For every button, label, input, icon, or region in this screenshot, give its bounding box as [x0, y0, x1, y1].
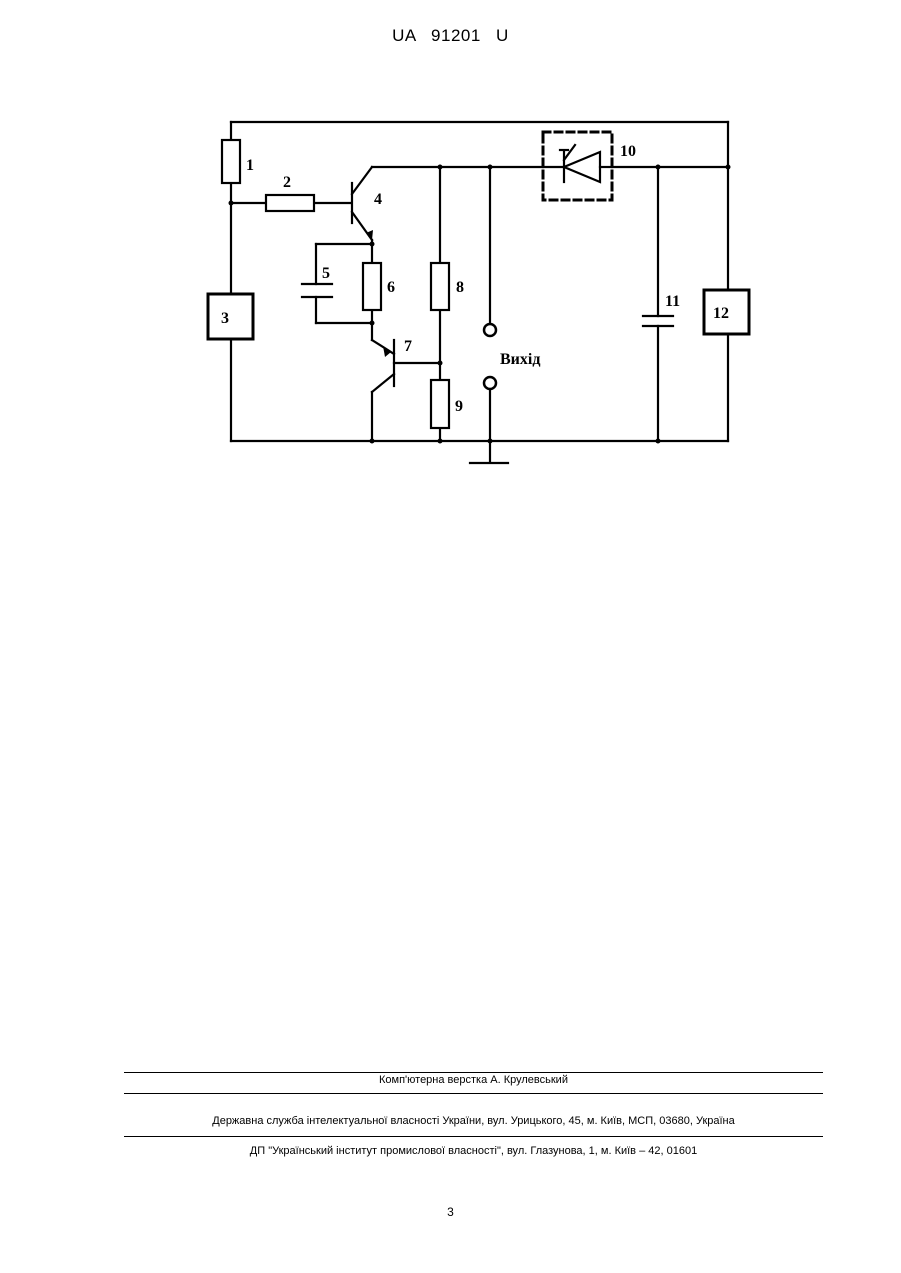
diode-10-symbol [564, 152, 600, 182]
label-1: 1 [246, 157, 254, 174]
footer-divider-2 [124, 1093, 823, 1094]
footer-agency: Державна служба інтелектуальної власност… [124, 1115, 823, 1127]
label-9: 9 [455, 398, 463, 415]
label-7: 7 [404, 338, 412, 355]
resistor-1 [222, 140, 240, 183]
label-4: 4 [374, 191, 382, 208]
label-8: 8 [456, 279, 464, 296]
label-3: 3 [221, 310, 229, 327]
footer-divider-1 [124, 1072, 823, 1073]
label-6: 6 [387, 279, 395, 296]
resistor-9 [431, 380, 449, 428]
resistor-2 [266, 195, 314, 211]
footer-divider-3 [124, 1136, 823, 1137]
output-terminal-top [484, 324, 496, 336]
label-2: 2 [283, 174, 291, 191]
footer-typesetting: Комп'ютерна верстка А. Крулевський [124, 1074, 823, 1086]
circuit-diagram: 1 2 3 4 5 6 7 8 9 10 11 12 Вихід [0, 0, 901, 520]
transistor-7-emitter-arrow [383, 346, 391, 357]
resistor-6 [363, 263, 381, 310]
label-5: 5 [322, 265, 330, 282]
label-12: 12 [713, 305, 729, 322]
footer-institute: ДП "Український інститут промислової вла… [124, 1145, 823, 1157]
page-number: 3 [0, 1205, 901, 1219]
label-10: 10 [620, 143, 636, 160]
resistor-8 [431, 263, 449, 310]
output-terminal-bottom [484, 377, 496, 389]
output-label: Вихід [500, 351, 540, 368]
block-3 [208, 294, 253, 339]
label-11: 11 [665, 293, 680, 310]
